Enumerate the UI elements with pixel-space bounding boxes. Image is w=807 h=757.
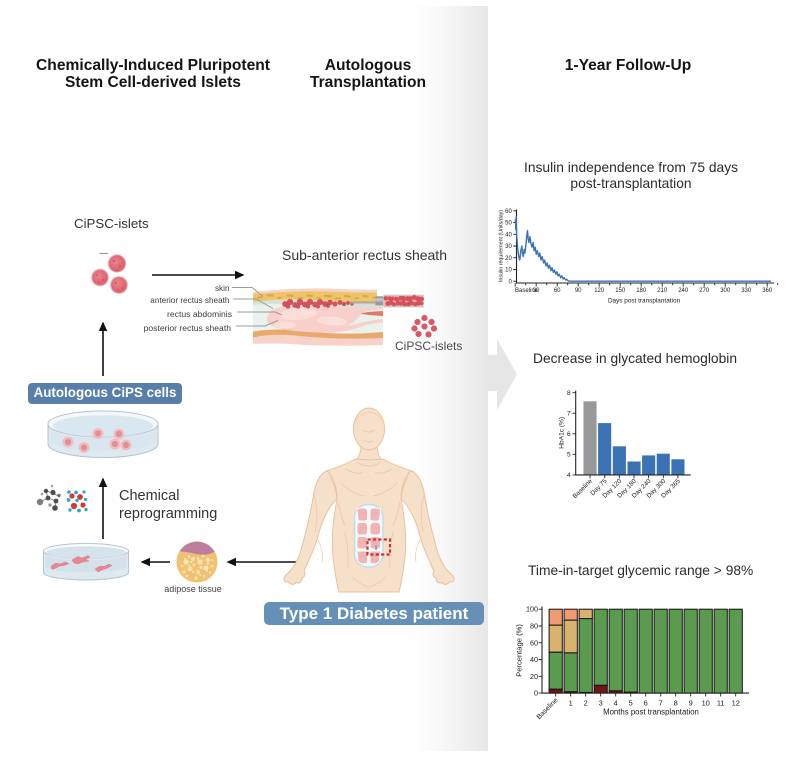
svg-text:4: 4 [614, 699, 618, 708]
svg-text:100: 100 [526, 605, 538, 614]
svg-text:0: 0 [534, 689, 538, 698]
svg-text:7: 7 [659, 699, 663, 708]
svg-text:Baseline: Baseline [515, 288, 539, 294]
svg-text:5: 5 [629, 699, 633, 708]
svg-text:Baseline: Baseline [572, 478, 595, 501]
svg-text:270: 270 [699, 288, 710, 294]
svg-text:20: 20 [505, 256, 512, 262]
svg-text:5: 5 [567, 452, 571, 459]
svg-text:30: 30 [505, 244, 512, 250]
svg-text:330: 330 [741, 288, 752, 294]
svg-text:30: 30 [533, 288, 540, 294]
svg-text:360: 360 [762, 288, 773, 294]
svg-text:80: 80 [530, 622, 538, 631]
svg-text:Days post transplantation: Days post transplantation [608, 298, 681, 305]
svg-text:60: 60 [554, 288, 561, 294]
svg-text:240: 240 [678, 288, 689, 294]
svg-text:HbA1c (%): HbA1c (%) [559, 417, 566, 449]
svg-text:60: 60 [505, 209, 512, 215]
svg-text:50: 50 [505, 221, 512, 227]
svg-text:40: 40 [505, 232, 512, 238]
svg-text:3: 3 [599, 699, 603, 708]
svg-text:4: 4 [567, 472, 571, 479]
svg-text:60: 60 [530, 638, 538, 647]
svg-text:11: 11 [717, 699, 725, 708]
svg-text:8: 8 [567, 390, 571, 397]
svg-text:300: 300 [720, 288, 731, 294]
svg-text:0: 0 [508, 279, 512, 285]
svg-text:180: 180 [636, 288, 647, 294]
svg-text:Insulin requirement (Units/day: Insulin requirement (Units/day) [499, 210, 505, 282]
svg-text:Percentage (%): Percentage (%) [515, 624, 524, 677]
svg-text:12: 12 [732, 699, 740, 708]
svg-text:6: 6 [567, 431, 571, 438]
svg-text:2: 2 [584, 699, 588, 708]
svg-text:10: 10 [702, 699, 710, 708]
svg-text:7: 7 [567, 411, 571, 418]
svg-text:8: 8 [674, 699, 678, 708]
svg-text:150: 150 [615, 288, 626, 294]
svg-text:20: 20 [530, 672, 538, 681]
svg-text:10: 10 [505, 268, 512, 274]
svg-text:90: 90 [575, 288, 582, 294]
svg-text:40: 40 [530, 655, 538, 664]
svg-text:Months post transplantation: Months post transplantation [603, 708, 699, 717]
svg-text:210: 210 [657, 288, 668, 294]
svg-text:9: 9 [689, 699, 693, 708]
svg-text:6: 6 [644, 699, 648, 708]
svg-text:1: 1 [569, 699, 573, 708]
svg-text:Baseline: Baseline [536, 697, 560, 721]
svg-text:120: 120 [594, 288, 605, 294]
